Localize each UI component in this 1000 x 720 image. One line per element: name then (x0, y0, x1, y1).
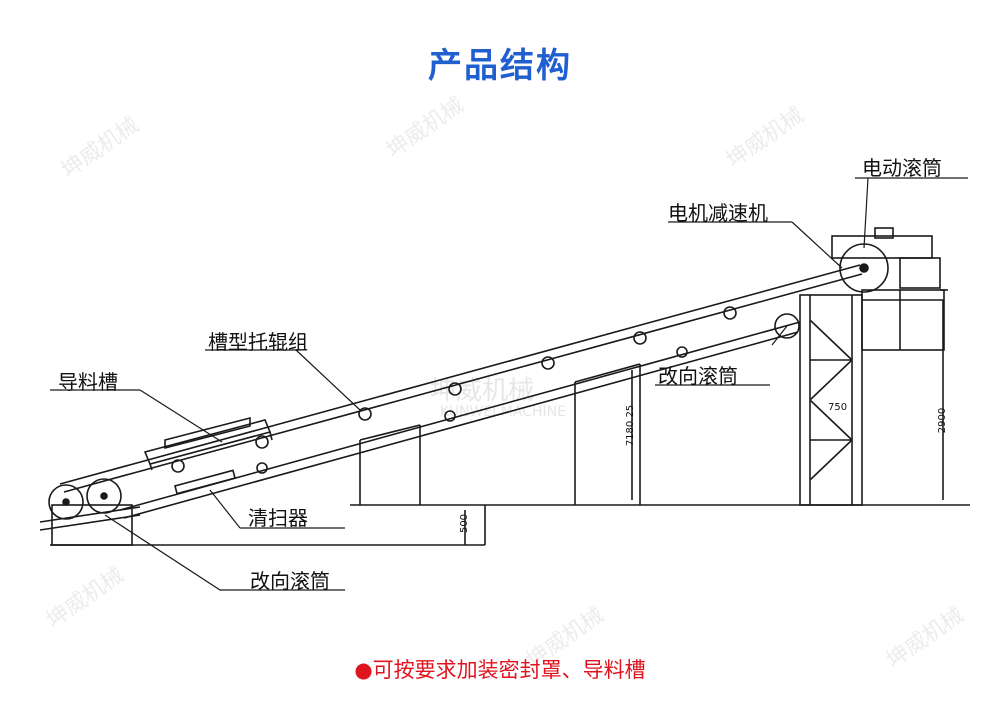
tail-pulley-1 (48, 484, 84, 520)
watermark-center-en: KUNWEI MACHINE (440, 404, 566, 420)
label-bend-pulley-lower: 改向滚筒 (250, 569, 330, 593)
reducer-housing (831, 235, 933, 259)
page-title: 产品结构 (428, 46, 572, 86)
label-guide-chute: 导料槽 (58, 370, 118, 394)
label-motor-reducer: 电机减速机 (668, 201, 768, 225)
footnote: ●可按要求加装密封罩、导料槽 (354, 658, 646, 682)
tail-frame (51, 504, 133, 546)
label-bend-pulley-upper: 改向滚筒 (658, 364, 738, 388)
label-motor-pulley: 电动滚筒 (862, 156, 942, 180)
dim-label: 7180.25 (625, 404, 637, 447)
dim-label: 2900 (937, 407, 949, 434)
dim-label: 500 (459, 513, 471, 534)
tail-pulley-2 (86, 478, 122, 514)
belt-top-2 (63, 273, 863, 493)
trough-idlers (171, 306, 737, 473)
bend-pulley-head (774, 313, 800, 339)
cleaner-shape (174, 469, 236, 495)
return-idlers (256, 346, 688, 474)
dim-label: 750 (828, 402, 848, 413)
head-tower (799, 289, 945, 506)
belt-top (59, 264, 861, 485)
label-cleaner: 清扫器 (248, 506, 308, 530)
guide-chute-shape (143, 416, 273, 471)
label-trough-idler: 槽型托辊组 (208, 330, 308, 354)
leader-lines (50, 177, 968, 591)
